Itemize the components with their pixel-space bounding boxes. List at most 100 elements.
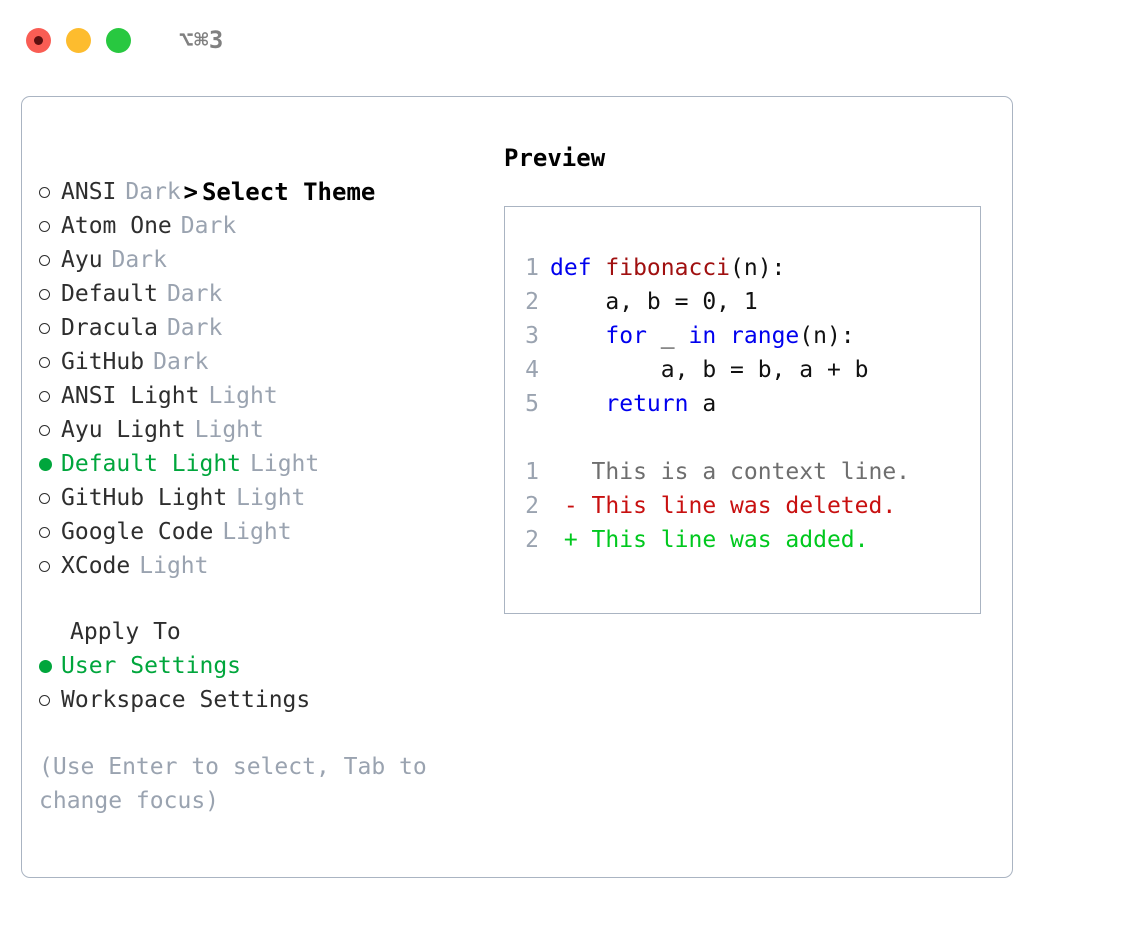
diff-sample: 1 This is a context line.2 - This line w… <box>523 455 980 557</box>
theme-category-tag: Light <box>236 485 306 511</box>
code-line: 3 for _ in range(n): <box>523 319 980 353</box>
radio-unselected-icon <box>39 356 61 368</box>
radio-dot <box>39 457 52 471</box>
code-token: return <box>605 391 689 417</box>
keyboard-shortcut-label: ⌥⌘3 <box>179 26 224 54</box>
code-line-number: 4 <box>525 357 539 383</box>
theme-item-xcode[interactable]: XCode Light <box>39 549 487 583</box>
theme-item-github[interactable]: GitHub Dark <box>39 345 487 379</box>
minimize-button[interactable] <box>66 27 91 53</box>
theme-item-label: GitHub Light <box>61 485 228 511</box>
theme-item-label: Atom One <box>61 213 172 239</box>
diff-line-text: This is a context line. <box>550 459 911 485</box>
diff-line-number: 1 <box>525 459 539 485</box>
theme-item-label: Ayu <box>61 247 103 273</box>
code-token: for <box>605 323 647 349</box>
window-titlebar: ⌥⌘3 <box>0 0 1140 80</box>
code-token: a, b = b, a + b <box>550 357 869 383</box>
apply-item-user-settings[interactable]: User Settings <box>39 649 487 683</box>
theme-category-tag: Light <box>250 451 320 477</box>
apply-to-heading: Apply To <box>70 619 181 645</box>
theme-item-ayu[interactable]: Ayu Dark <box>39 243 487 277</box>
radio-ring <box>39 424 50 436</box>
maximize-button[interactable] <box>106 27 131 53</box>
radio-dot <box>39 659 52 673</box>
radio-ring <box>39 186 50 198</box>
radio-ring <box>39 356 50 368</box>
theme-item-label: GitHub <box>61 349 145 375</box>
code-line: 5 return a <box>523 387 980 421</box>
theme-category-tag: Light <box>139 553 209 579</box>
theme-item-label: Ayu Light <box>61 417 186 443</box>
code-token <box>550 323 605 349</box>
radio-unselected-icon <box>39 424 61 436</box>
radio-ring <box>39 220 50 232</box>
radio-selected-icon <box>39 457 61 471</box>
radio-ring <box>39 390 50 402</box>
theme-item-label: Default Light <box>61 451 242 477</box>
theme-item-ansi[interactable]: ANSI Dark <box>39 175 487 209</box>
code-token: a <box>688 391 717 417</box>
theme-item-github-light[interactable]: GitHub Light Light <box>39 481 487 515</box>
radio-unselected-icon <box>39 186 61 198</box>
theme-item-label: Google Code <box>61 519 214 545</box>
radio-unselected-icon <box>39 560 61 572</box>
theme-category-tag: Dark <box>111 247 167 273</box>
diff-line: 2 - This line was deleted. <box>523 489 980 523</box>
code-token <box>550 391 605 417</box>
diff-line-text: - This line was deleted. <box>550 493 897 519</box>
code-token: in range <box>688 323 800 349</box>
theme-category-tag: Dark <box>153 349 209 375</box>
code-token: def <box>550 255 606 281</box>
diff-line-number: 2 <box>525 493 539 519</box>
diff-line: 1 This is a context line. <box>523 455 980 489</box>
theme-item-ansi-light[interactable]: ANSI Light Light <box>39 379 487 413</box>
code-diff-spacer <box>523 421 980 455</box>
radio-ring <box>39 254 50 266</box>
code-line-number: 1 <box>525 255 539 281</box>
code-line: 4 a, b = b, a + b <box>523 353 980 387</box>
code-token: (n): <box>799 323 855 349</box>
radio-unselected-icon <box>39 492 61 504</box>
theme-item-label: Default <box>61 281 158 307</box>
radio-ring <box>39 492 50 504</box>
theme-item-label: ANSI Light <box>61 383 200 409</box>
close-button[interactable] <box>26 27 51 53</box>
code-token: _ <box>646 323 689 349</box>
select-theme-heading-label: Select Theme <box>201 178 376 206</box>
theme-item-default-light[interactable]: Default Light Light <box>39 447 487 481</box>
code-line-number: 3 <box>525 323 539 349</box>
theme-category-tag: Light <box>208 383 278 409</box>
diff-line: 2 + This line was added. <box>523 523 980 557</box>
preview-heading: Preview <box>504 144 606 172</box>
apply-item-label: Workspace Settings <box>61 687 311 713</box>
prompt-caret-icon: > <box>183 178 198 206</box>
radio-unselected-icon <box>39 390 61 402</box>
apply-item-workspace-settings[interactable]: Workspace Settings <box>39 683 487 717</box>
radio-ring <box>39 288 50 300</box>
theme-item-ayu-light[interactable]: Ayu Light Light <box>39 413 487 447</box>
theme-item-label: ANSI <box>61 179 117 205</box>
theme-category-tag: Light <box>194 417 264 443</box>
radio-unselected-icon <box>39 322 61 334</box>
theme-item-label: XCode <box>61 553 131 579</box>
radio-unselected-icon <box>39 288 61 300</box>
radio-selected-icon <box>39 659 61 673</box>
radio-ring <box>39 526 50 538</box>
code-token: (n): <box>730 255 786 281</box>
theme-category-tag: Dark <box>125 179 181 205</box>
diff-line-text: + This line was added. <box>550 527 869 553</box>
theme-item-label: Dracula <box>61 315 158 341</box>
